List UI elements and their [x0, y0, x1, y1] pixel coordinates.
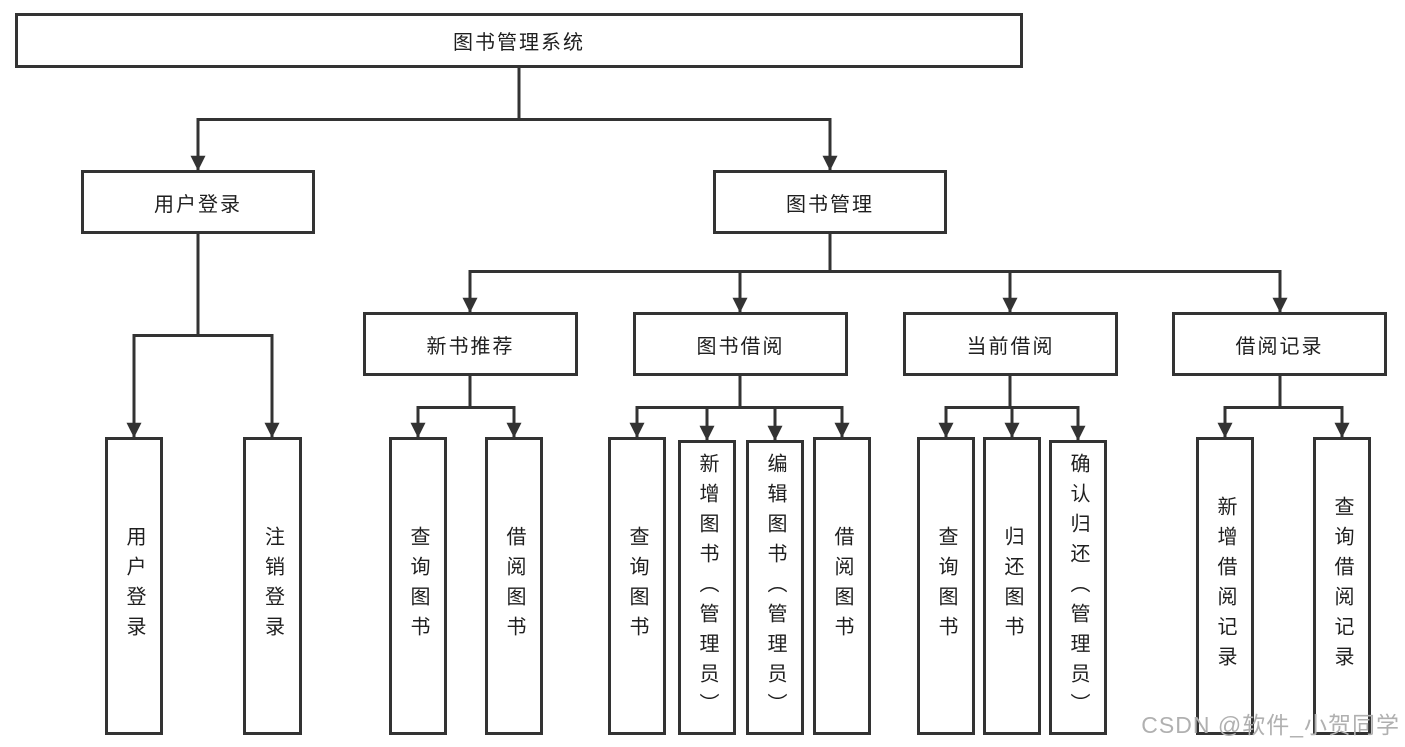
leaf-newbook-query-label: 查询图书 [407, 526, 429, 646]
edge-records-spine [1225, 375, 1342, 409]
node-new-book-label: 新书推荐 [426, 335, 515, 358]
leaf-borrow-add-admin: 新增图书（管理员） [678, 440, 736, 735]
node-book-mgmt: 图书管理 [713, 170, 947, 234]
node-user-login-label: 用户登录 [154, 193, 242, 216]
node-records-label: 借阅记录 [1235, 335, 1324, 358]
leaf-current-confirm-admin-label: 确认归还（管理员） [1067, 452, 1089, 723]
leaf-records-query: 查询借阅记录 [1313, 437, 1371, 735]
leaf-borrow-edit-admin: 编辑图书（管理员） [746, 440, 804, 735]
leaf-newbook-borrow-label: 借阅图书 [503, 526, 525, 646]
leaf-current-query-label: 查询图书 [935, 526, 957, 646]
node-records: 借阅记录 [1172, 312, 1387, 376]
leaf-borrow-edit-admin-label: 编辑图书（管理员） [764, 452, 786, 723]
edge-userlogin-spine [134, 233, 272, 337]
edge-bookmgmt-spine [470, 233, 1280, 273]
edge-current-spine [946, 375, 1078, 409]
leaf-records-query-label: 查询借阅记录 [1331, 496, 1353, 676]
node-current-label: 当前借阅 [966, 335, 1055, 358]
node-root-label: 图书管理系统 [453, 32, 585, 54]
node-new-book: 新书推荐 [363, 312, 578, 376]
leaf-borrow-borrow: 借阅图书 [813, 437, 871, 735]
leaf-current-return: 归还图书 [983, 437, 1041, 735]
node-current: 当前借阅 [903, 312, 1118, 376]
leaf-logout-label: 注销登录 [261, 526, 284, 646]
leaf-records-add: 新增借阅记录 [1196, 437, 1254, 735]
leaf-borrow-query-label: 查询图书 [626, 526, 648, 646]
node-book-mgmt-label: 图书管理 [786, 193, 874, 216]
leaf-current-return-label: 归还图书 [1001, 526, 1023, 646]
leaf-newbook-borrow: 借阅图书 [485, 437, 543, 735]
leaf-user-login-label: 用户登录 [123, 526, 145, 646]
leaf-borrow-borrow-label: 借阅图书 [831, 526, 853, 646]
leaf-newbook-query: 查询图书 [389, 437, 447, 735]
leaf-logout: 注销登录 [243, 437, 302, 735]
edge-borrow-spine [637, 375, 842, 409]
leaf-records-add-label: 新增借阅记录 [1214, 496, 1236, 676]
leaf-current-confirm-admin: 确认归还（管理员） [1049, 440, 1107, 735]
node-borrow-label: 图书借阅 [696, 335, 785, 358]
node-root: 图书管理系统 [15, 13, 1023, 68]
edge-root-spine [198, 67, 830, 121]
leaf-borrow-add-admin-label: 新增图书（管理员） [696, 452, 718, 723]
csdn-watermark: CSDN @软件_小贺同学 [1141, 712, 1400, 738]
leaf-borrow-query: 查询图书 [608, 437, 666, 735]
node-borrow: 图书借阅 [633, 312, 848, 376]
node-user-login: 用户登录 [81, 170, 315, 234]
leaf-current-query: 查询图书 [917, 437, 975, 735]
edge-newbook-spine [418, 375, 514, 409]
leaf-user-login: 用户登录 [105, 437, 163, 735]
